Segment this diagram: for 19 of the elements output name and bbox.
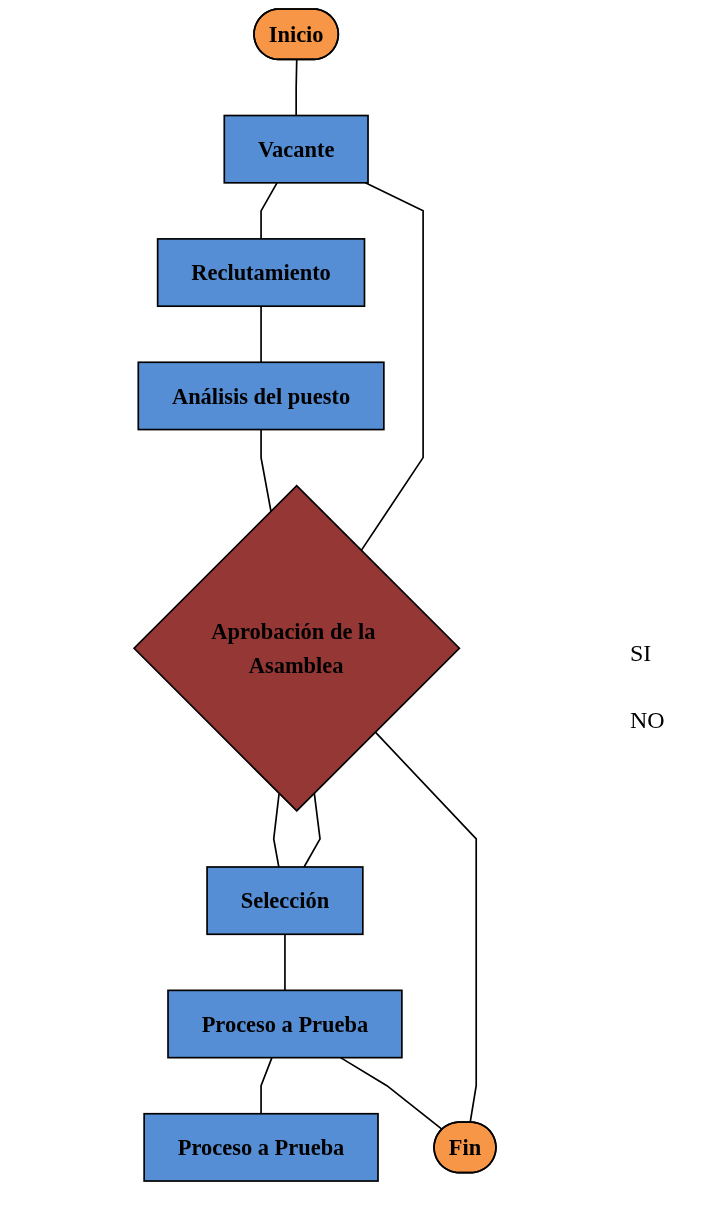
- branch-label: NO: [630, 707, 666, 734]
- connector: [260, 305, 262, 364]
- connector: [260, 182, 278, 240]
- connector: [295, 59, 298, 117]
- connector: [260, 1056, 273, 1115]
- connector: [339, 1056, 444, 1131]
- node-box: Selección: [206, 866, 364, 936]
- connector: [284, 933, 286, 992]
- node-diamond: Aprobación de la Asamblea: [132, 484, 461, 813]
- node-box: Análisis del puesto: [137, 361, 385, 431]
- node-box: Proceso a Prueba: [167, 989, 403, 1059]
- node-box: Reclutamiento: [156, 238, 366, 308]
- connector: [272, 792, 280, 868]
- connector: [360, 182, 424, 552]
- branch-label: SI: [630, 640, 653, 667]
- connector: [374, 731, 478, 1124]
- connector: [260, 428, 272, 512]
- node-box: Vacante: [223, 114, 369, 184]
- node-box: Proceso a Prueba: [143, 1112, 379, 1182]
